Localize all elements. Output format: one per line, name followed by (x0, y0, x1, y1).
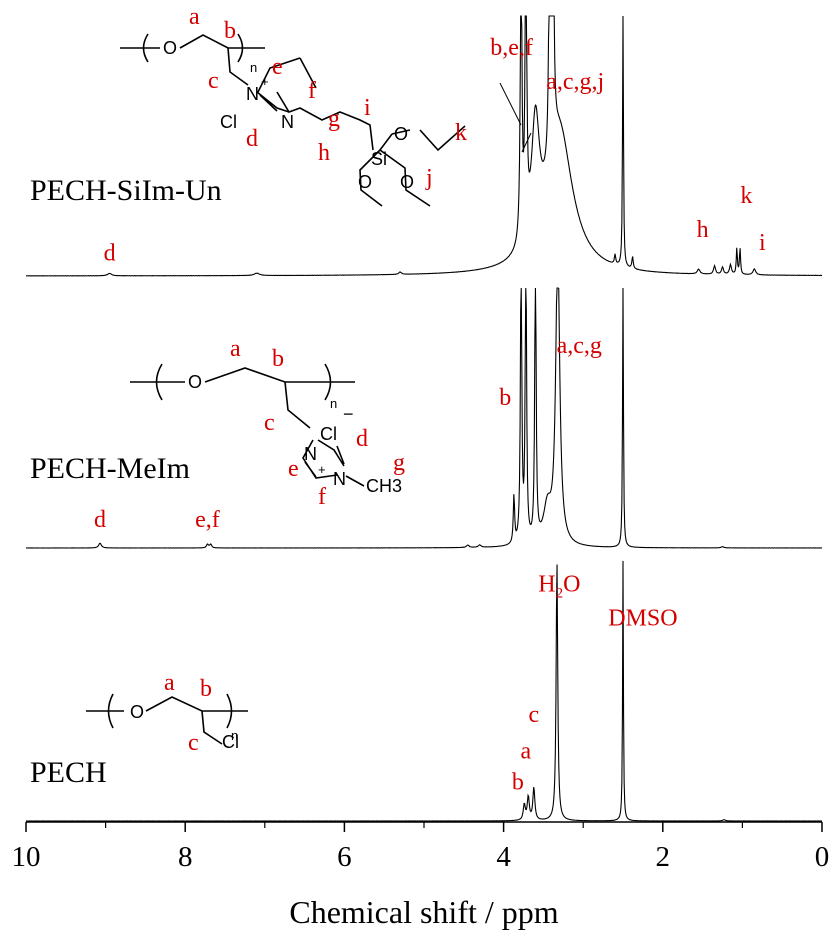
structure-meim-bonds (130, 367, 365, 487)
peak-annotation: a,c,g (557, 333, 602, 359)
peak-annotation: b (499, 385, 511, 411)
structure-meim-ch3: CH3 (366, 476, 402, 496)
peak-annotation: k (740, 183, 752, 209)
structure-meim-o: O (188, 372, 202, 392)
label-a: a (189, 4, 200, 30)
peak-annotation: a (521, 738, 532, 764)
structure-sium-imidazolium-ring (256, 57, 301, 113)
peak-annotation: b (512, 770, 524, 796)
label-g: g (328, 106, 340, 132)
label-i: i (364, 95, 371, 121)
structure-sium-paren (142, 33, 244, 63)
structure-sium-cl: Cl (220, 112, 237, 132)
label-c: c (188, 730, 199, 756)
spectrum-traces (25, 15, 823, 822)
label-k: k (455, 120, 467, 146)
structure-meim: O N + N Cl − CH3 n a b c d e f g (130, 336, 405, 510)
spectrum-trace-1 (25, 287, 823, 549)
structure-sium-o4: O (400, 172, 414, 192)
peak-annotation: DMSO (608, 605, 677, 631)
structure-sium: O N + N Cl Si O O O n a b c e f d g h i … (120, 4, 467, 207)
x-tick-label: 2 (656, 841, 671, 873)
label-f: f (308, 78, 316, 104)
label-e: e (272, 54, 283, 80)
label-d: d (246, 126, 258, 152)
x-tick-label: 0 (815, 841, 830, 873)
label-e: e (288, 456, 299, 482)
peak-annotation: d (94, 507, 106, 533)
structure-sium-o: O (163, 38, 177, 58)
structure-pech-cl: Cl (222, 732, 239, 752)
x-axis-title: Chemical shift / ppm (289, 894, 558, 930)
annotation-arrow-a (521, 132, 532, 153)
label-c: c (208, 68, 219, 94)
label-h: h (318, 140, 330, 166)
structure-sium-n: N (281, 112, 294, 132)
label-a: a (164, 670, 175, 696)
x-tick-label: 10 (12, 841, 41, 873)
structure-sium-n-plus: N (246, 84, 259, 104)
annotation-arrow-bef (499, 82, 522, 126)
structure-meim-n: N (333, 469, 346, 489)
spectrum-trace-2 (25, 560, 823, 822)
structure-meim-ring (302, 439, 345, 479)
label-d: d (356, 426, 368, 452)
peak-annotation: c (529, 702, 540, 728)
x-tick-label: 6 (337, 841, 352, 873)
series-label-sium: PECH-SiIm-Un (30, 174, 222, 207)
structure-sium-n-subscript: n (250, 60, 257, 75)
label-f: f (318, 484, 326, 510)
label-j: j (425, 165, 433, 191)
structure-pech-o: O (130, 702, 144, 722)
x-tick-label: 8 (178, 841, 193, 873)
label-b: b (224, 18, 236, 44)
structure-sium-o2: O (394, 124, 408, 144)
peak-annotation: b,e,f (490, 35, 533, 61)
structure-pech-bonds (86, 696, 248, 745)
structure-sium-si: Si (371, 149, 387, 169)
structure-pech-paren (107, 693, 233, 729)
structure-pech-n-subscript: n (231, 728, 238, 743)
peak-annotation: e,f (195, 507, 220, 533)
label-c: c (264, 410, 275, 436)
structure-meim-n-plus: N (304, 444, 317, 464)
x-tick-label: 4 (496, 841, 511, 873)
structure-meim-plus: + (318, 462, 326, 477)
label-a: a (230, 336, 241, 362)
peak-annotation: i (759, 230, 766, 256)
x-ticks: 10 8 6 4 2 0 (12, 822, 830, 873)
structure-pech: O Cl n a b c (86, 670, 248, 756)
label-g: g (393, 450, 405, 476)
structure-meim-n-subscript: n (330, 396, 337, 411)
series-label-pech: PECH (30, 756, 107, 789)
peak-annotation: H2O (538, 571, 580, 601)
label-b: b (272, 346, 284, 372)
peak-annotation: h (697, 217, 709, 243)
structure-sium-plus: + (261, 74, 269, 89)
structure-meim-minus: − (343, 404, 354, 424)
spectrum-trace-0 (25, 15, 823, 277)
structure-meim-paren (155, 363, 332, 401)
label-b: b (200, 676, 212, 702)
structure-sium-bonds (120, 34, 466, 207)
structure-meim-cl: Cl (320, 424, 337, 444)
structure-sium-o3: O (358, 172, 372, 192)
peak-annotation: d (104, 240, 116, 266)
peak-annotation: a,c,g,j (546, 69, 604, 95)
series-label-meim: PECH-MeIm (30, 452, 190, 485)
